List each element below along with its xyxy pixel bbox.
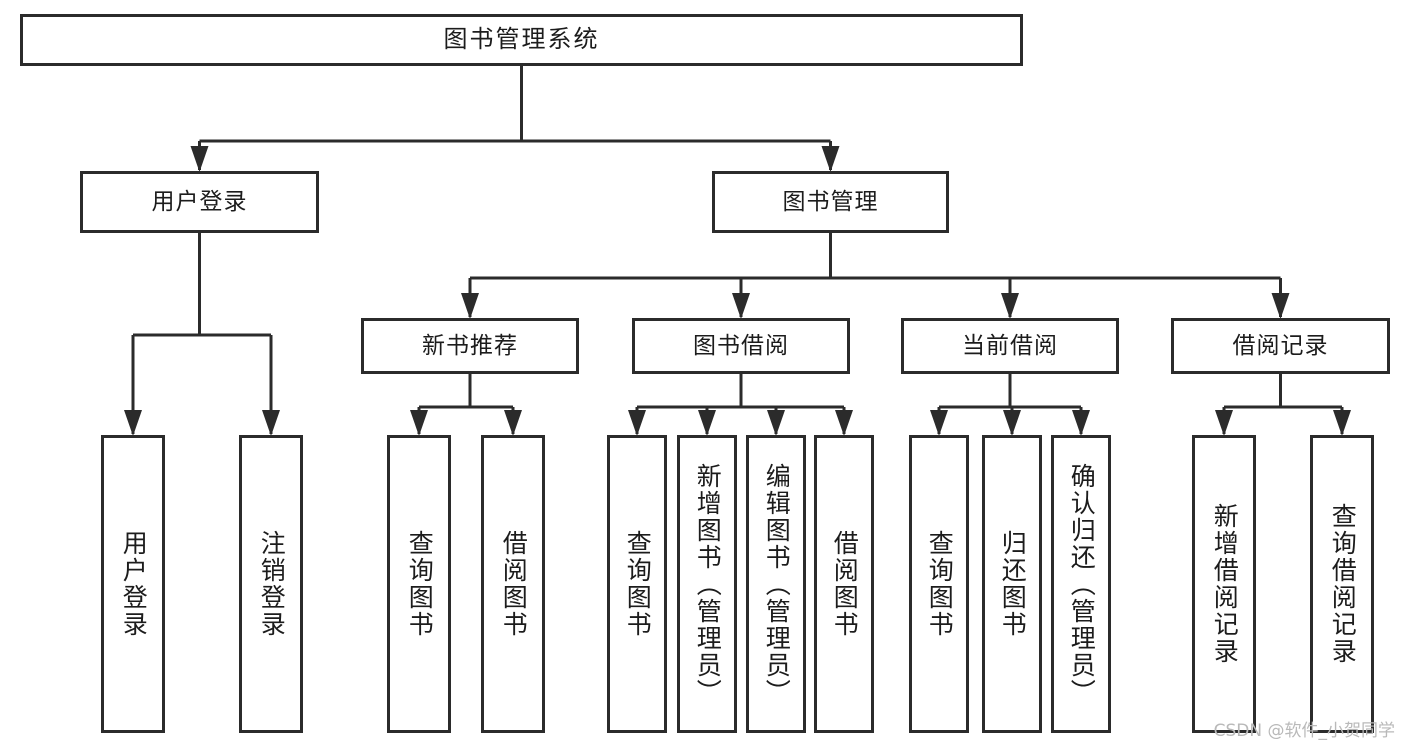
node-root[interactable]: 图书管理系统 [20,14,1023,66]
node-leaf-logout-label: 注销登录 [257,530,287,638]
node-borrow-record[interactable]: 借阅记录 [1171,318,1390,374]
node-leaf-user-login-label: 用户登录 [119,530,149,638]
node-user-login-label: 用户登录 [151,188,248,215]
node-leaf-logout[interactable]: 注销登录 [239,435,303,733]
node-leaf-query-book-3-label: 查询图书 [925,530,955,638]
node-leaf-query-record[interactable]: 查询借阅记录 [1310,435,1374,733]
node-leaf-user-login[interactable]: 用户登录 [101,435,165,733]
node-leaf-query-book-2[interactable]: 查询图书 [607,435,667,733]
node-leaf-borrow-book-1[interactable]: 借阅图书 [481,435,545,733]
node-leaf-add-record-label: 新增借阅记录 [1210,503,1240,665]
node-leaf-query-book-2-label: 查询图书 [623,530,653,638]
node-leaf-confirm-return[interactable]: 确认归还（管理员） [1051,435,1111,733]
node-leaf-confirm-return-label: 确认归还（管理员） [1067,462,1097,706]
node-book-borrow[interactable]: 图书借阅 [632,318,850,374]
node-current-borrow[interactable]: 当前借阅 [901,318,1119,374]
node-book-manage-label: 图书管理 [782,188,879,215]
node-leaf-return-book[interactable]: 归还图书 [982,435,1042,733]
node-leaf-query-book-1[interactable]: 查询图书 [387,435,451,733]
node-leaf-return-book-label: 归还图书 [998,530,1028,638]
node-leaf-query-record-label: 查询借阅记录 [1328,503,1358,665]
node-borrow-record-label: 借阅记录 [1232,332,1329,359]
node-leaf-add-record[interactable]: 新增借阅记录 [1192,435,1256,733]
node-new-book-rec-label: 新书推荐 [422,332,518,359]
node-leaf-add-book[interactable]: 新增图书（管理员） [677,435,737,733]
node-user-login[interactable]: 用户登录 [80,171,319,233]
node-current-borrow-label: 当前借阅 [962,332,1058,359]
node-root-label: 图书管理系统 [443,25,600,54]
node-book-manage[interactable]: 图书管理 [712,171,949,233]
node-leaf-borrow-book-2[interactable]: 借阅图书 [814,435,874,733]
node-book-borrow-label: 图书借阅 [693,332,789,359]
node-leaf-query-book-1-label: 查询图书 [405,530,435,638]
node-leaf-edit-book-label: 编辑图书（管理员） [762,462,792,706]
node-leaf-borrow-book-2-label: 借阅图书 [830,530,860,638]
node-leaf-edit-book[interactable]: 编辑图书（管理员） [746,435,806,733]
node-leaf-add-book-label: 新增图书（管理员） [693,462,723,706]
node-new-book-rec[interactable]: 新书推荐 [361,318,579,374]
node-leaf-query-book-3[interactable]: 查询图书 [909,435,969,733]
node-leaf-borrow-book-1-label: 借阅图书 [499,530,529,638]
watermark: CSDN @软件_小贺同学 [1213,721,1395,741]
